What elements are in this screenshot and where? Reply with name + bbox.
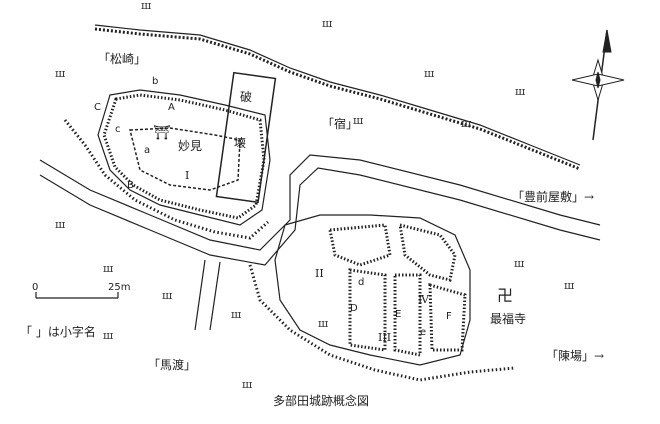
- field-symbol: ш: [424, 67, 435, 80]
- map-caption: 多部田城跡概念図: [273, 394, 370, 408]
- scale-max: 25m: [108, 282, 131, 293]
- field-symbol: ш: [514, 257, 525, 270]
- place-jinba: 「陳場」→: [546, 349, 605, 363]
- place-matsuzaki: 「松崎」: [98, 52, 147, 66]
- scale-bar: [35, 292, 119, 299]
- enclosures-east-outline: [248, 214, 516, 382]
- feature-label: E: [395, 309, 402, 320]
- field-symbol: ш: [461, 117, 472, 130]
- field-symbol: ш: [515, 85, 526, 98]
- field-symbol: ш: [231, 308, 242, 321]
- feature-label: A: [168, 102, 175, 113]
- enclosure-label: Ⅳ: [418, 293, 429, 306]
- field-symbol: ш: [564, 279, 575, 292]
- destroyed-label-1: 破: [240, 90, 253, 104]
- north-arrow-icon: [571, 29, 625, 141]
- feature-label: C: [94, 102, 101, 113]
- legend-note: 「 」は小字名: [20, 325, 96, 339]
- field-symbol: ш: [55, 67, 66, 80]
- feature-label: F: [446, 311, 452, 322]
- place-buzen: 「豊前屋敷」→: [512, 190, 595, 204]
- field-symbol: ш: [318, 317, 329, 330]
- roads: [39, 154, 601, 331]
- temple-icon: 卍: [497, 286, 514, 305]
- north-bank: [94, 24, 581, 171]
- feature-label: d: [358, 277, 365, 288]
- enclosure-label: I: [185, 169, 190, 182]
- field-symbol: ш: [353, 114, 364, 127]
- scale-zero: 0: [32, 282, 39, 293]
- enclosure-label: II: [315, 267, 324, 280]
- field-symbol: ш: [103, 329, 114, 342]
- feature-label: D: [350, 303, 358, 314]
- feature-label: c: [115, 124, 121, 135]
- site-saifukuji: 最福寺: [490, 312, 527, 326]
- feature-label: B: [127, 180, 134, 191]
- destroyed-area: [215, 71, 277, 204]
- place-mawatari: 「馬渡」: [148, 358, 197, 372]
- field-symbol: ш: [322, 17, 333, 30]
- shrine-icon: ⛩: [153, 125, 171, 141]
- feature-label: b: [152, 76, 159, 87]
- enclosure-I-outline: [63, 89, 271, 240]
- field-symbol: ш: [242, 378, 253, 391]
- site-myoken: 妙見: [178, 139, 203, 153]
- enclosure-label: III: [378, 331, 392, 344]
- field-symbol: ш: [141, 0, 152, 12]
- field-symbol: ш: [55, 218, 66, 231]
- place-shuku: 「宿」: [322, 117, 359, 131]
- feature-label: e: [420, 327, 427, 338]
- destroyed-label-2: 壊: [234, 136, 247, 150]
- field-symbol: ш: [162, 289, 173, 302]
- field-symbol: ш: [103, 262, 114, 275]
- feature-label: a: [144, 145, 151, 156]
